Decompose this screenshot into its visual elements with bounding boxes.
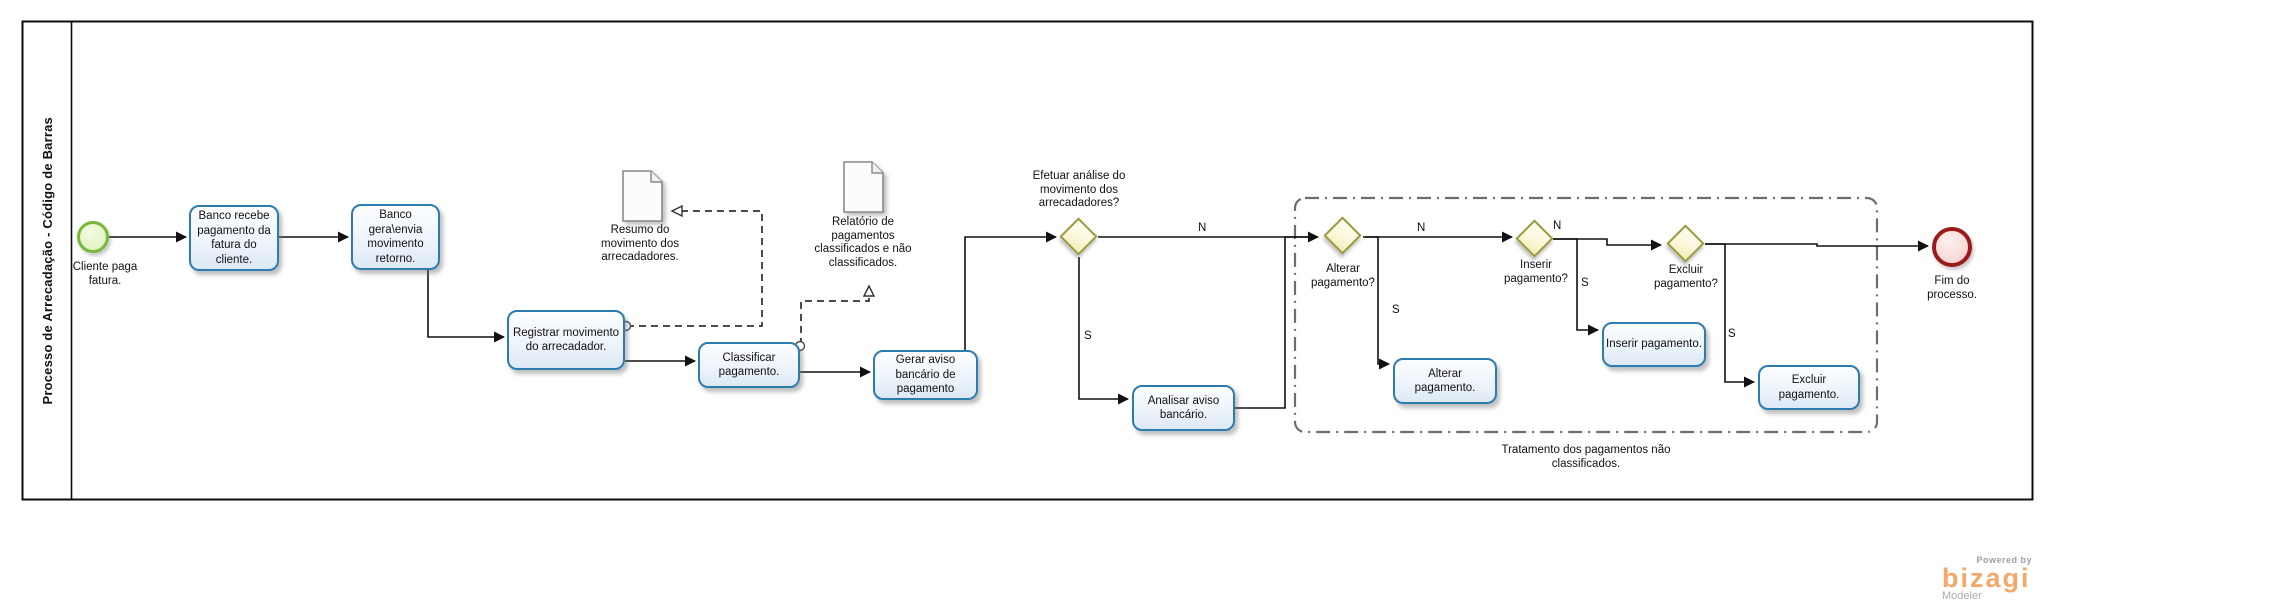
bizagi-modeler-text: Modeler <box>1942 590 1982 602</box>
task-inserir-pagamento[interactable]: Inserir pagamento. <box>1602 322 1706 367</box>
task-analisar-aviso-bancario[interactable]: Analisar aviso bancário. <box>1132 385 1235 431</box>
task-alterar-pagamento[interactable]: Alterar pagamento. <box>1393 358 1497 404</box>
association-registrar-to-resumo-doc[interactable] <box>627 211 763 327</box>
gateway-efetuar-analise[interactable] <box>1059 217 1099 257</box>
document-resumo-label: Resumo do movimento dos arrecadadores. <box>601 224 679 263</box>
document-relatorio-label: Relatório de pagamentos classificados e … <box>814 216 912 269</box>
task-banco-recebe-pagamento[interactable]: Banco recebe pagamento da fatura do clie… <box>189 205 279 271</box>
flow-label-g1-s: S <box>1084 330 1092 342</box>
task-gerar-aviso-bancario[interactable]: Gerar aviso bancário de pagamento <box>873 350 978 400</box>
flow-label-g1-n: N <box>1198 222 1207 234</box>
flow-label-g2-n: N <box>1417 222 1426 234</box>
gateway-diamond <box>1323 216 1362 255</box>
flow-gateway4-s-to-excluir[interactable] <box>1705 243 1755 388</box>
gateway-excluir-pagamento-label: Excluir pagamento? <box>1654 264 1718 290</box>
bizagi-branding: Powered by bizagi Modeler <box>1942 555 2036 602</box>
task-classificar-pagamento[interactable]: Classificar pagamento. <box>698 342 800 388</box>
task-registrar-movimento[interactable]: Registrar movimento do arrecadador. <box>507 310 625 370</box>
pool-title: Processo de Arrecadação - Código de Barr… <box>39 116 55 405</box>
flow-banco-gera-to-registrar[interactable] <box>427 270 505 343</box>
gateway-excluir-pagamento[interactable] <box>1666 224 1706 264</box>
gateway-alterar-pagamento[interactable] <box>1323 216 1363 256</box>
flow-label-g3-s: S <box>1581 277 1589 289</box>
flow-gateway3-s-to-inserir[interactable] <box>1553 238 1599 336</box>
gateway-diamond <box>1059 217 1098 256</box>
task-banco-gera-envia-movimento[interactable]: Banco gera\envia movimento retorno. <box>351 204 440 270</box>
task-excluir-pagamento[interactable]: Excluir pagamento. <box>1758 365 1860 410</box>
flow-label-g4-s: S <box>1728 328 1736 340</box>
gateway-efetuar-analise-label: Efetuar análise do movimento dos arrecad… <box>1032 170 1126 209</box>
start-event[interactable] <box>77 221 109 253</box>
flow-label-g2-s: S <box>1392 304 1400 316</box>
flow-gateway2-s-to-alterar[interactable] <box>1363 236 1390 370</box>
group-tratamento-label: Tratamento dos pagamentos não classifica… <box>1501 444 1671 470</box>
group-tratamento-box[interactable] <box>1293 196 1879 434</box>
document-icon-relatorio[interactable] <box>843 161 889 217</box>
flow-gateway1-s-to-analisar[interactable] <box>1078 257 1129 405</box>
pool-boundary[interactable] <box>21 20 2034 501</box>
end-event[interactable] <box>1932 227 1972 267</box>
gateway-diamond <box>1666 224 1705 263</box>
gateway-diamond <box>1515 219 1554 258</box>
bizagi-logo: bizagi <box>1942 563 2031 593</box>
gateway-inserir-pagamento[interactable] <box>1515 219 1555 259</box>
flow-gateway4-n-to-end[interactable] <box>1705 240 1929 252</box>
flow-gateway3-n-to-gateway4[interactable] <box>1553 238 1662 251</box>
document-icon-resumo[interactable] <box>622 170 668 226</box>
flow-analisar-to-gateway2[interactable] <box>1235 236 1308 409</box>
end-event-label: Fim do processo. <box>1927 275 1977 301</box>
gateway-inserir-pagamento-label: Inserir pagamento? <box>1504 259 1568 285</box>
flow-gerar-aviso-to-gateway1[interactable] <box>964 231 1057 350</box>
flow-label-g3-n: N <box>1553 220 1562 232</box>
gateway-alterar-pagamento-label: Alterar pagamento? <box>1311 263 1375 289</box>
powered-by-text: Powered by <box>1976 555 2032 565</box>
association-classificar-to-relatorio-doc[interactable] <box>800 286 869 345</box>
start-event-label: Cliente paga fatura. <box>72 261 138 287</box>
